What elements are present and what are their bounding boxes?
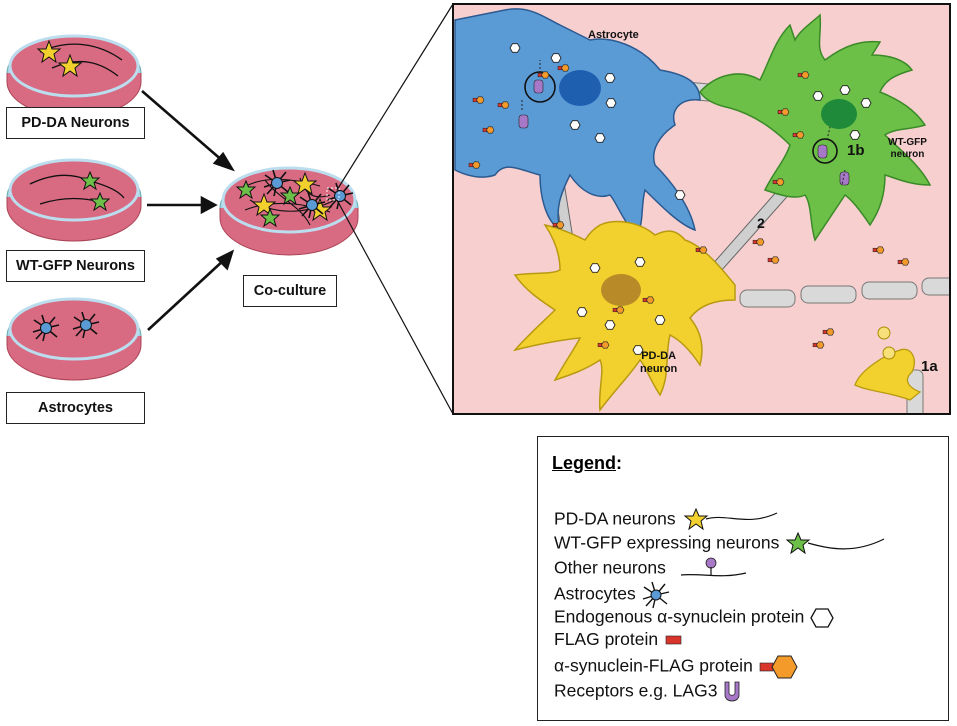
legend-item-label: Receptors e.g. LAG3 xyxy=(554,680,718,701)
legend-item-endogenous: Endogenous α-synuclein protein xyxy=(554,605,835,631)
pdda-label-line2: neuron xyxy=(640,363,678,375)
astrocyte-nucleus xyxy=(559,70,601,106)
legend-title-text: Legend xyxy=(552,453,617,473)
legend-item-label: α-synuclein-FLAG protein xyxy=(554,655,753,676)
legend-item-label: Other neurons xyxy=(554,557,666,578)
hexagon-icon xyxy=(810,608,835,628)
pdda-neuron-label: PD-DA neuron xyxy=(640,350,677,376)
legend-item-asyn-flag: α-synuclein-FLAG protein xyxy=(554,653,804,681)
arrows xyxy=(141,90,235,331)
dish-pdda xyxy=(6,34,142,118)
legend-item-label: FLAG protein xyxy=(554,629,659,649)
marker-2: 2 xyxy=(757,215,765,231)
pdda-neuron-icon xyxy=(684,507,778,531)
dish-astrocytes xyxy=(6,297,142,381)
wtgfp-nucleus xyxy=(821,99,857,129)
label-coculture: Co-culture xyxy=(243,275,337,307)
legend-title-colon: : xyxy=(616,453,623,473)
legend-item-flag: FLAG protein xyxy=(554,629,685,651)
legend-title: Legend: xyxy=(552,453,622,474)
receptor-icon xyxy=(724,681,740,702)
pdda-label-line1: PD-DA xyxy=(641,350,677,362)
asyn-flag-icon xyxy=(759,655,798,679)
flag-protein-icon xyxy=(665,636,682,645)
pdda-nucleus xyxy=(601,274,641,306)
dish-coculture xyxy=(219,166,359,256)
other-neuron-icon xyxy=(680,557,746,577)
label-pdda-neurons: PD-DA Neurons xyxy=(6,107,145,139)
legend-item-pdda: PD-DA neurons xyxy=(554,505,782,535)
wtgfp-neuron-label: WT-GFP neuron xyxy=(888,137,927,161)
label-astrocytes: Astrocytes xyxy=(6,392,145,424)
wtgfp-label-line1: WT-GFP xyxy=(888,137,927,148)
wtgfp-neuron-icon xyxy=(785,531,885,555)
legend-item-label: WT-GFP expressing neurons xyxy=(554,532,780,553)
legend-box: Legend: PD-DA neurons WT-GFP expressing … xyxy=(537,436,949,721)
wtgfp-label-line2: neuron xyxy=(890,149,925,160)
label-wtgfp-neurons: WT-GFP Neurons xyxy=(6,250,145,282)
astrocyte-label: Astrocyte xyxy=(588,29,639,41)
legend-item-receptors: Receptors e.g. LAG3 xyxy=(554,679,742,705)
legend-item-wtgfp: WT-GFP expressing neurons xyxy=(554,529,892,559)
zoom-lines xyxy=(336,3,454,415)
legend-item-label: PD-DA neurons xyxy=(554,508,676,529)
magnified-panel xyxy=(452,3,951,415)
wtgfp-neuron-cell xyxy=(699,13,932,242)
legend-item-label: Astrocytes xyxy=(554,583,636,604)
legend-item-astrocytes: Astrocytes xyxy=(554,581,671,609)
legend-item-label: Endogenous α-synuclein protein xyxy=(554,606,805,627)
marker-1b: 1b xyxy=(847,142,865,159)
legend-item-other: Other neurons xyxy=(554,555,751,583)
dish-wtgfp xyxy=(6,158,142,242)
marker-1a: 1a xyxy=(921,358,938,375)
pdda-neuron-cell xyxy=(512,220,736,412)
astrocyte-icon xyxy=(642,581,669,609)
